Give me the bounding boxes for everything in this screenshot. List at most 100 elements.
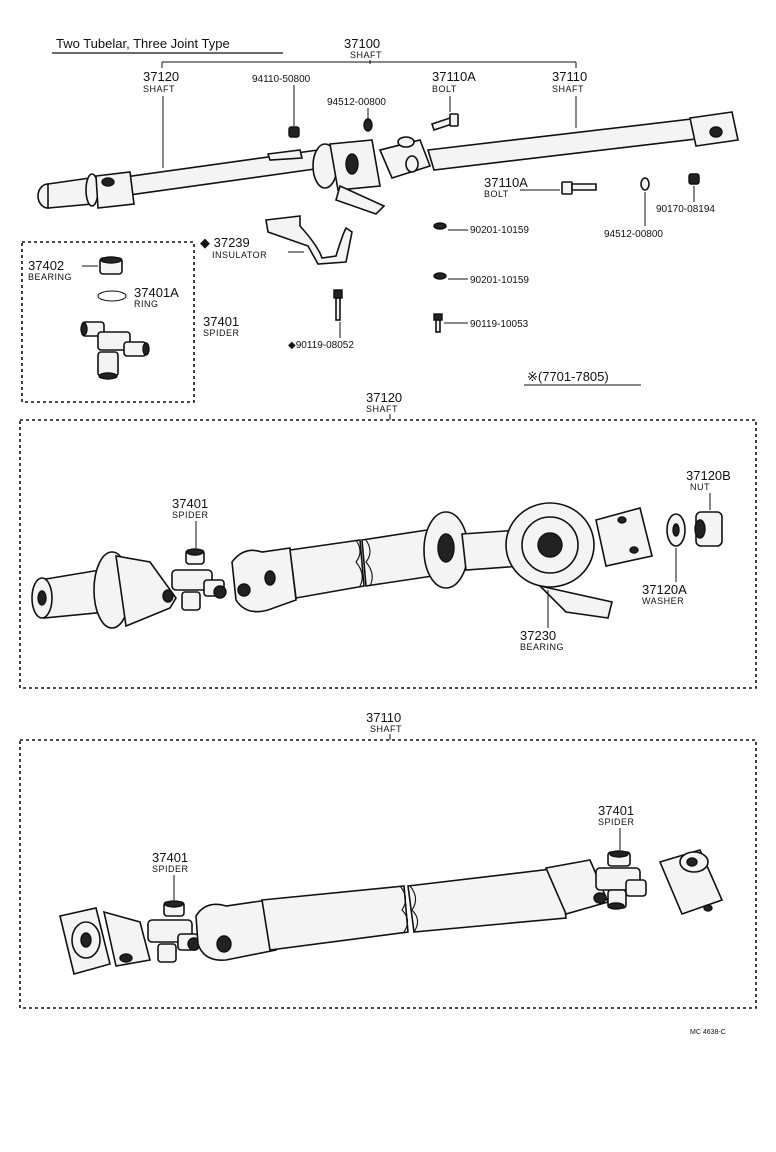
mid-washer-part	[666, 513, 686, 547]
date-range: ※(7701-7805)	[527, 369, 609, 384]
svg-text:37110: 37110	[366, 710, 401, 725]
label-37401A: 37401A RING	[134, 285, 179, 309]
label-37401-bottom-right: 37401 SPIDER	[598, 803, 635, 827]
svg-text:37401: 37401	[203, 314, 239, 329]
svg-text:37120: 37120	[366, 390, 402, 405]
bolt-37110A-right-part	[561, 181, 597, 195]
insulator-part	[265, 215, 353, 265]
svg-text:37401: 37401	[172, 496, 208, 511]
mid-companion-flange	[595, 507, 653, 567]
spider-inset-part	[80, 321, 150, 380]
bottom-rear-yoke	[544, 859, 610, 915]
svg-text:37402: 37402	[28, 258, 64, 273]
svg-text:37401: 37401	[152, 850, 188, 865]
bearing-37402-part	[99, 256, 123, 275]
svg-text:◆ 37239: ◆ 37239	[200, 235, 250, 250]
mid-nut-part	[694, 511, 723, 547]
svg-text:37120A: 37120A	[642, 582, 687, 597]
bottom-right-spider	[595, 850, 647, 910]
bottom-front-flange	[59, 907, 151, 975]
svg-text:NUT: NUT	[690, 482, 710, 492]
svg-text:BOLT: BOLT	[432, 84, 457, 94]
svg-text:94110-50800: 94110-50800	[252, 74, 311, 85]
middle-box	[19, 419, 757, 689]
label-94512-top: 94512-00800	[327, 97, 386, 108]
svg-text:SPIDER: SPIDER	[598, 817, 635, 827]
bottom-rear-flange	[658, 849, 724, 916]
label-insulator: ◆ 37239 INSULATOR	[200, 235, 267, 260]
washer-90201-b-part	[433, 272, 447, 280]
label-37402: 37402 BEARING	[28, 258, 72, 282]
label-37110-top: 37110 SHAFT	[552, 69, 587, 94]
bottom-tube	[261, 867, 567, 951]
label-37110A-right: 37110A BOLT	[484, 175, 528, 199]
top-center-bearing	[312, 139, 386, 215]
bolt-37110A-part	[430, 113, 459, 132]
bolt-90119-08052-part	[333, 289, 343, 321]
mid-front-yoke	[31, 551, 177, 629]
svg-text:37120: 37120	[143, 69, 179, 84]
mid-center-bearing	[505, 502, 613, 619]
svg-text:BOLT: BOLT	[484, 189, 509, 199]
label-37401-mid: 37401 SPIDER	[172, 496, 208, 520]
svg-text:SHAFT: SHAFT	[370, 724, 402, 734]
diagram-title: Two Tubelar, Three Joint Type	[56, 36, 230, 51]
label-90119-10053: 90119-10053	[470, 319, 529, 330]
label-94512-right: 94512-00800	[604, 229, 663, 240]
mid-spider-part	[171, 548, 227, 611]
label-37230: 37230 BEARING	[520, 628, 564, 652]
figure-code: MC 4638-C	[690, 1029, 726, 1036]
bracket-37100	[161, 60, 577, 68]
washer-94512-right-part	[640, 177, 650, 191]
svg-text:SHAFT: SHAFT	[552, 84, 584, 94]
mid-tube	[289, 527, 447, 599]
svg-text:BEARING: BEARING	[28, 272, 72, 282]
svg-text:37110: 37110	[552, 69, 587, 84]
label-37120A: 37120A WASHER	[642, 582, 687, 606]
label-90119-08052: ◆90119-08052	[288, 340, 354, 351]
svg-text:RING: RING	[134, 299, 159, 309]
mid-flange	[423, 511, 469, 589]
svg-text:37401: 37401	[598, 803, 634, 818]
svg-text:WASHER: WASHER	[642, 596, 684, 606]
label-37401-inset: 37401 SPIDER	[203, 314, 240, 338]
svg-text:SPIDER: SPIDER	[152, 864, 189, 874]
svg-text:SHAFT: SHAFT	[143, 84, 175, 94]
ring-37401A-part	[97, 290, 127, 302]
bracket-top-small	[266, 149, 304, 161]
washer-94512-part	[363, 118, 373, 132]
svg-text:SHAFT: SHAFT	[366, 404, 398, 414]
label-37110-bottom: 37110 SHAFT	[366, 710, 402, 734]
svg-text:SPIDER: SPIDER	[203, 328, 240, 338]
svg-text:94512-00800: 94512-00800	[327, 97, 386, 108]
nut-94110-part	[288, 126, 300, 138]
bottom-left-spider	[147, 900, 201, 963]
bottom-box	[19, 739, 757, 1009]
label-94110: 94110-50800	[252, 74, 311, 85]
label-90201-a: 90201-10159	[470, 225, 529, 236]
label-37110A-top: 37110A BOLT	[432, 69, 476, 94]
svg-text:INSULATOR: INSULATOR	[212, 250, 267, 260]
label-37100: 37100 SHAFT	[344, 36, 382, 60]
label-37120-mid: 37120 SHAFT	[366, 390, 402, 414]
svg-text:SHAFT: SHAFT	[350, 50, 382, 60]
svg-text:37110A: 37110A	[484, 175, 528, 190]
svg-text:BEARING: BEARING	[520, 642, 564, 652]
top-mid-joint	[378, 136, 432, 179]
label-90170: 90170-08194	[656, 204, 715, 215]
label-37120-top: 37120 SHAFT	[143, 69, 179, 94]
nut-90170-part	[688, 173, 700, 185]
svg-text:37230: 37230	[520, 628, 556, 643]
svg-text:37100: 37100	[344, 36, 380, 51]
label-37401-bottom-left: 37401 SPIDER	[152, 850, 189, 874]
inset-box	[21, 241, 195, 403]
bolt-90119-10053-part	[433, 313, 443, 333]
svg-text:37401A: 37401A	[134, 285, 179, 300]
label-90201-b: 90201-10159	[470, 275, 529, 286]
washer-90201-a-part	[433, 222, 447, 230]
top-front-shaft	[37, 149, 323, 209]
svg-text:37120B: 37120B	[686, 468, 731, 483]
mid-slip-yoke	[231, 547, 297, 613]
label-37120B: 37120B NUT	[686, 468, 731, 492]
